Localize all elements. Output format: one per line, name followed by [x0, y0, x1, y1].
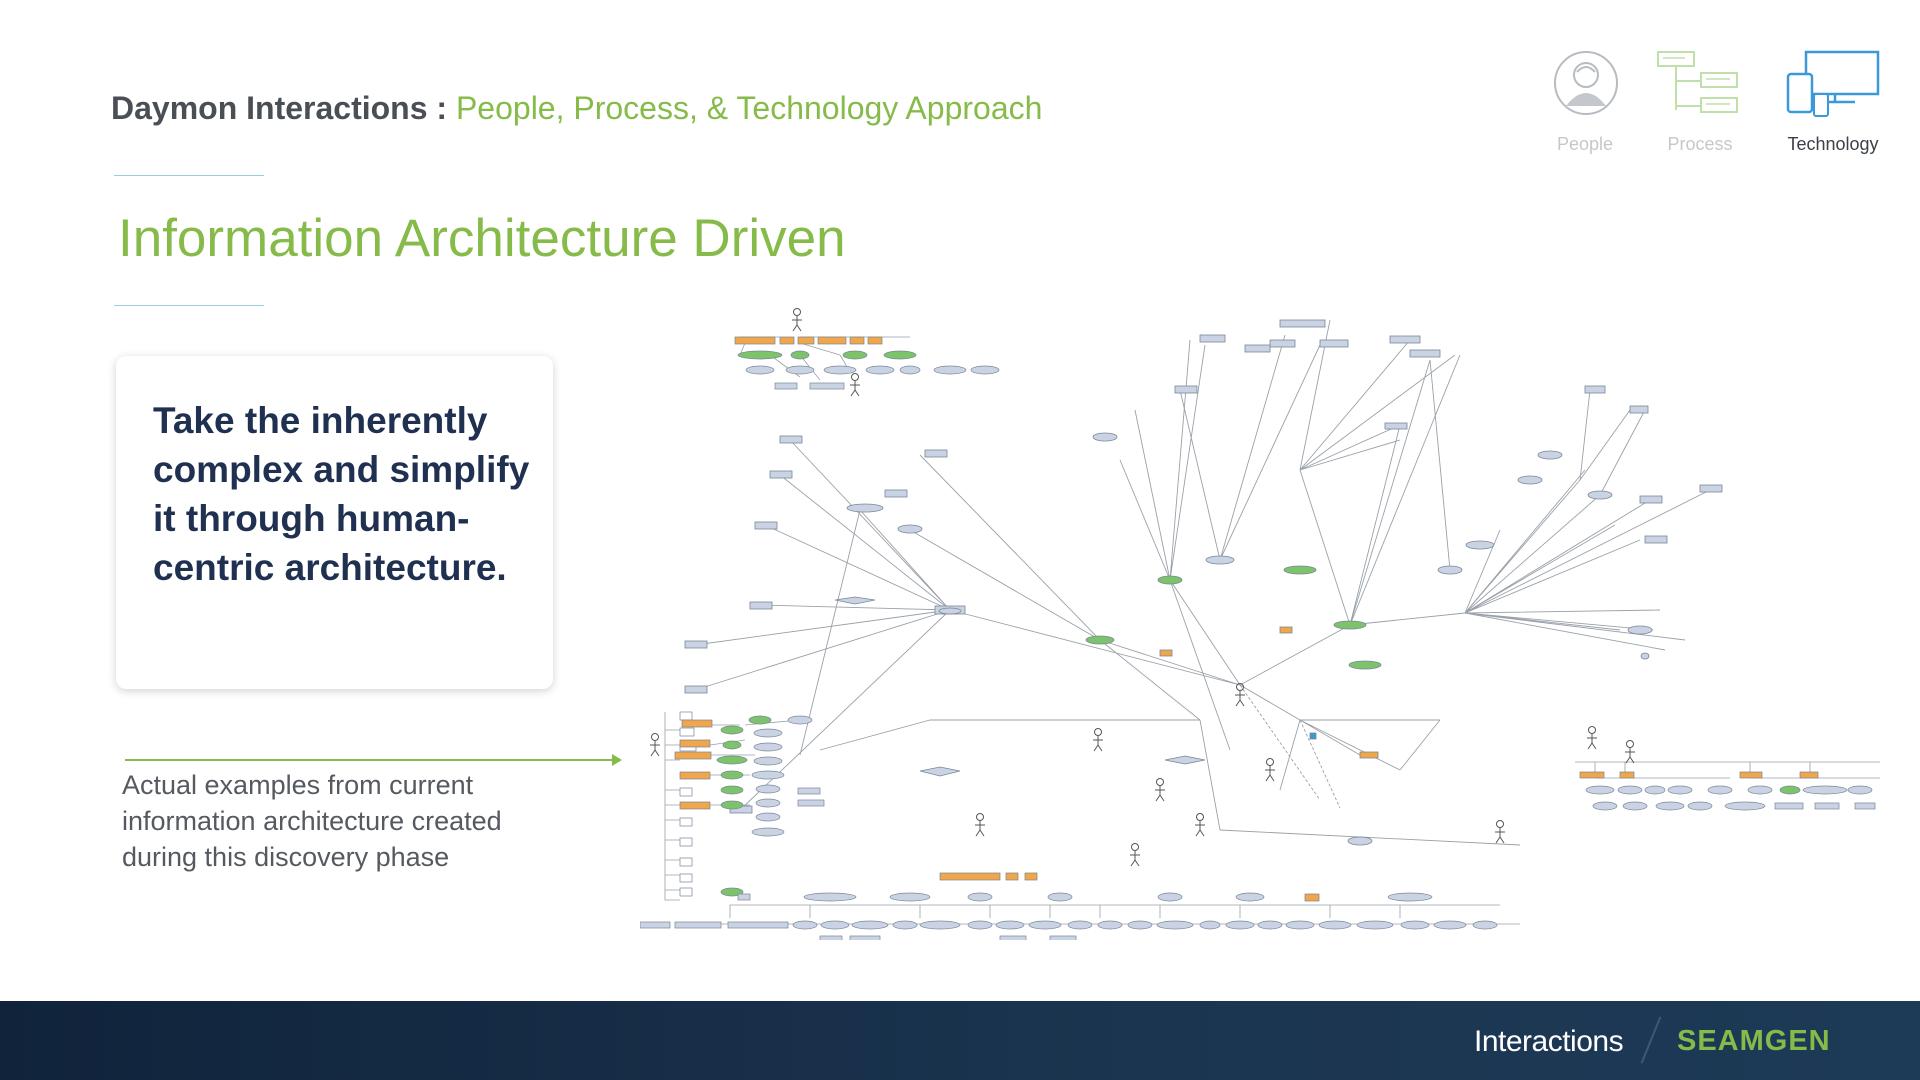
devices-icon — [1786, 50, 1880, 117]
nav-label-people: People — [1556, 134, 1614, 154]
header-title-strong: Daymon Interactions : — [111, 90, 448, 126]
quote-text: Take the inherently complex and simplify… — [153, 400, 530, 588]
quote-card: Take the inherently complex and simplify… — [116, 356, 553, 689]
divider-top — [114, 175, 264, 176]
footer-divider — [1640, 1016, 1662, 1064]
arrow-head-icon — [612, 754, 622, 766]
arrow-line — [125, 759, 615, 761]
header-title: Daymon Interactions : People, Process, &… — [111, 90, 1042, 127]
header-title-accent: People, Process, & Technology Approach — [455, 90, 1043, 126]
footer-brand-logo: SEAMGEN — [1677, 1025, 1831, 1057]
architecture-diagram-image — [640, 308, 1880, 940]
footer-product-name: Interactions — [1474, 1025, 1624, 1058]
nav-label-process: Process — [1667, 134, 1733, 154]
divider-bottom — [114, 305, 264, 306]
process-flow-icon — [1657, 51, 1738, 113]
caption: Actual examples from current information… — [122, 770, 502, 872]
person-icon — [1554, 51, 1618, 115]
section-title: Information Architecture Driven — [118, 209, 846, 268]
nav-label-technology: Technology — [1787, 134, 1879, 154]
footer-bar: Interactions SEAMGEN — [0, 1001, 1920, 1080]
